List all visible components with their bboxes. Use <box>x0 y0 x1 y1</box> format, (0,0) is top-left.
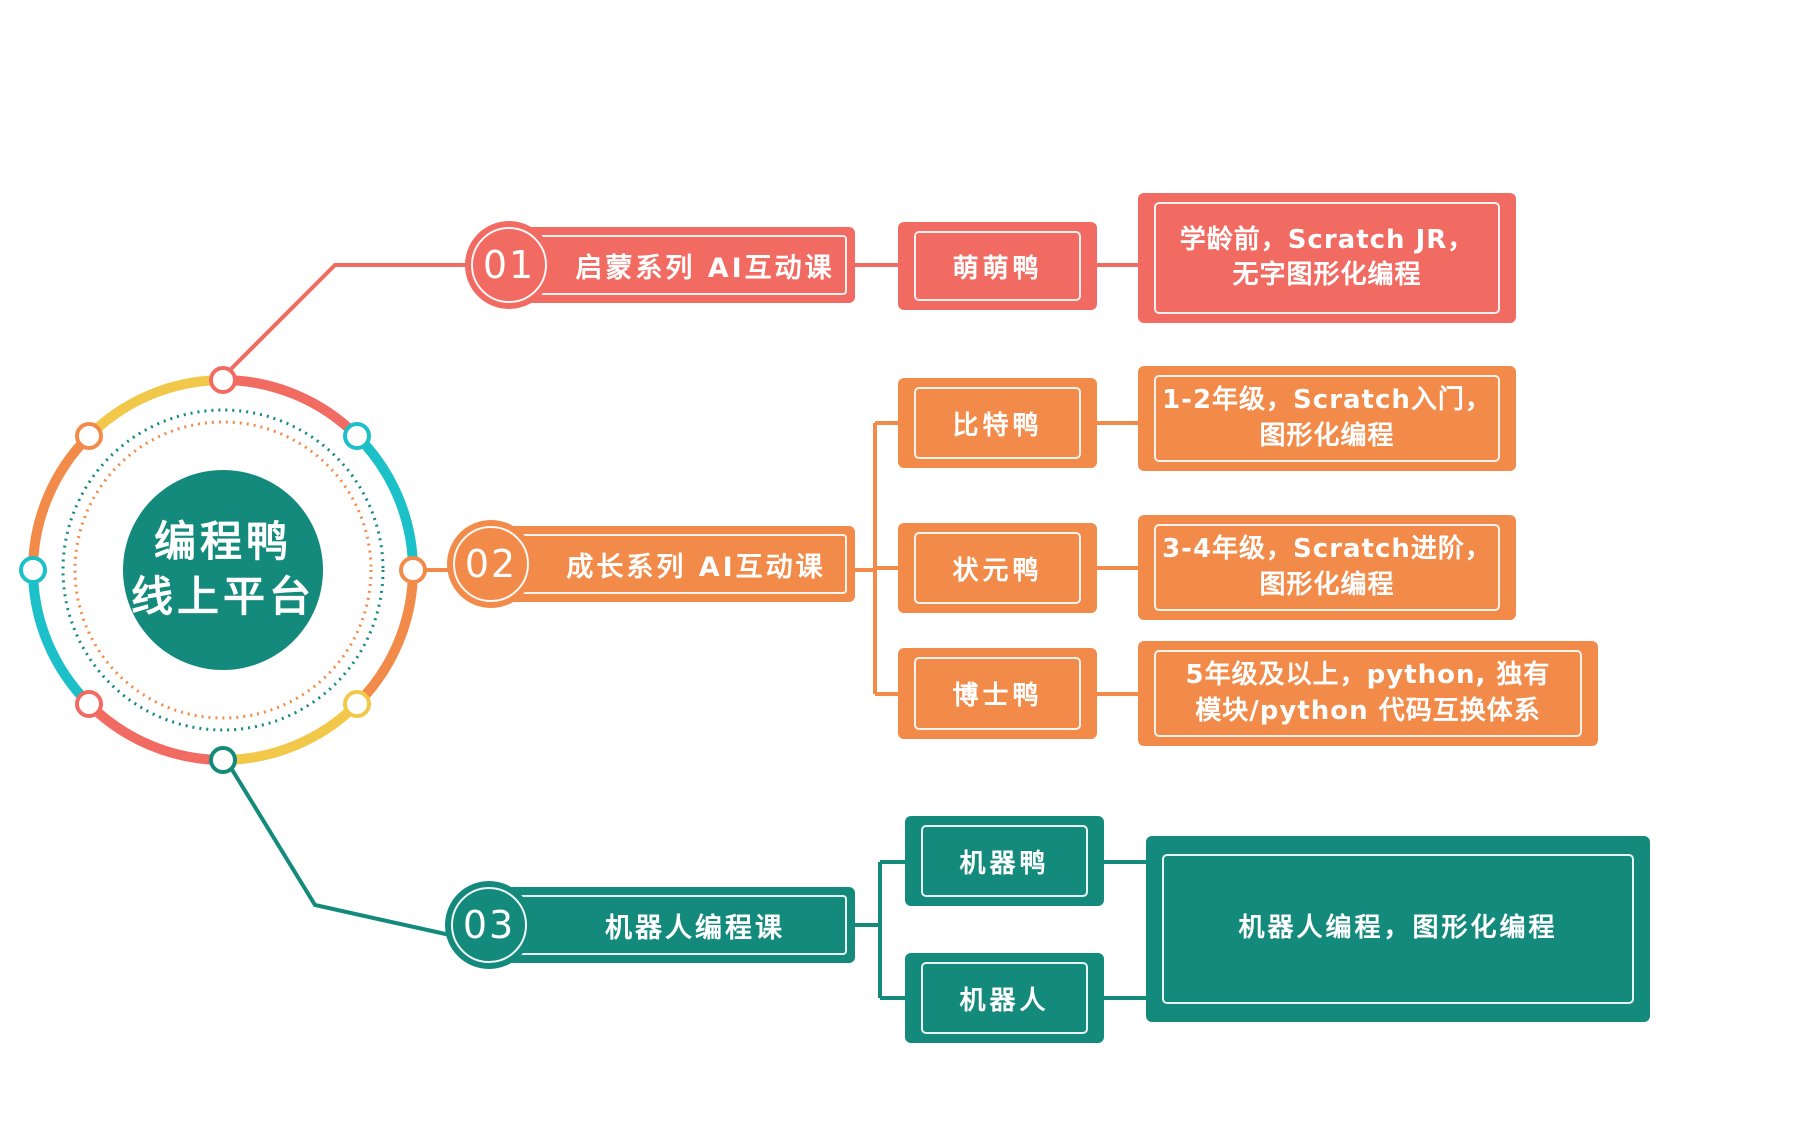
product-label: 萌萌鸭 <box>914 231 1081 301</box>
category-02[interactable]: 02 成长系列 AI互动课 <box>447 520 855 608</box>
description-line2: 图形化编程 <box>1259 569 1395 600</box>
category-number: 03 <box>451 887 527 963</box>
hub-title-line2: 线上平台 <box>130 572 315 621</box>
description-bite: 1-2年级，Scratch入门， 图形化编程 <box>1138 366 1516 471</box>
description-line1: 1-2年级，Scratch入门， <box>1162 385 1492 416</box>
product-mengmeng[interactable]: 萌萌鸭 <box>898 222 1097 310</box>
description-line2: 无字图形化编程 <box>1232 260 1422 290</box>
connector-hub-01 <box>218 263 470 382</box>
description-line2: 模块/python 代码互换体系 <box>1195 695 1541 726</box>
description-line2: 图形化编程 <box>1259 420 1395 451</box>
product-jiqiren[interactable]: 机器人 <box>905 953 1104 1043</box>
category-label: 启蒙系列 AI互动课 <box>575 252 835 284</box>
hub-title-line1: 编程鸭 <box>153 517 292 567</box>
description-line1: 学龄前，Scratch JR， <box>1179 224 1475 255</box>
description-line1: 机器人编程，图形化编程 <box>1238 913 1558 944</box>
product-label: 博士鸭 <box>914 657 1081 730</box>
hub-title: 编程鸭 线上平台 <box>123 470 323 670</box>
product-jiqiya[interactable]: 机器鸭 <box>905 816 1104 906</box>
product-label: 机器鸭 <box>921 825 1088 897</box>
category-01[interactable]: 01 启蒙系列 AI互动课 <box>465 221 855 309</box>
category-03[interactable]: 03 机器人编程课 <box>445 881 855 969</box>
description-zhuangyuan: 3-4年级，Scratch进阶， 图形化编程 <box>1138 515 1516 620</box>
product-label: 比特鸭 <box>914 387 1081 459</box>
product-zhuangyuan[interactable]: 状元鸭 <box>898 523 1097 613</box>
description-line1: 5年级及以上，python, 独有 <box>1185 660 1551 691</box>
category-label: 机器人编程课 <box>605 912 785 944</box>
description-mengmeng: 学龄前，Scratch JR， 无字图形化编程 <box>1138 193 1516 323</box>
connector-hub-03 <box>218 748 451 937</box>
product-bite[interactable]: 比特鸭 <box>898 378 1097 468</box>
hub: 编程鸭 线上平台 <box>28 375 418 765</box>
description-robot: 机器人编程，图形化编程 <box>1146 836 1650 1022</box>
product-boshi[interactable]: 博士鸭 <box>898 648 1097 739</box>
description-line1: 3-4年级，Scratch进阶， <box>1162 534 1492 565</box>
description-boshi: 5年级及以上，python, 独有 模块/python 代码互换体系 <box>1138 641 1598 746</box>
product-label: 机器人 <box>921 962 1088 1034</box>
product-label: 状元鸭 <box>914 532 1081 604</box>
hub-rings <box>19 366 427 774</box>
category-label: 成长系列 AI互动课 <box>566 551 826 583</box>
category-number: 02 <box>453 526 529 602</box>
category-number: 01 <box>471 227 547 303</box>
